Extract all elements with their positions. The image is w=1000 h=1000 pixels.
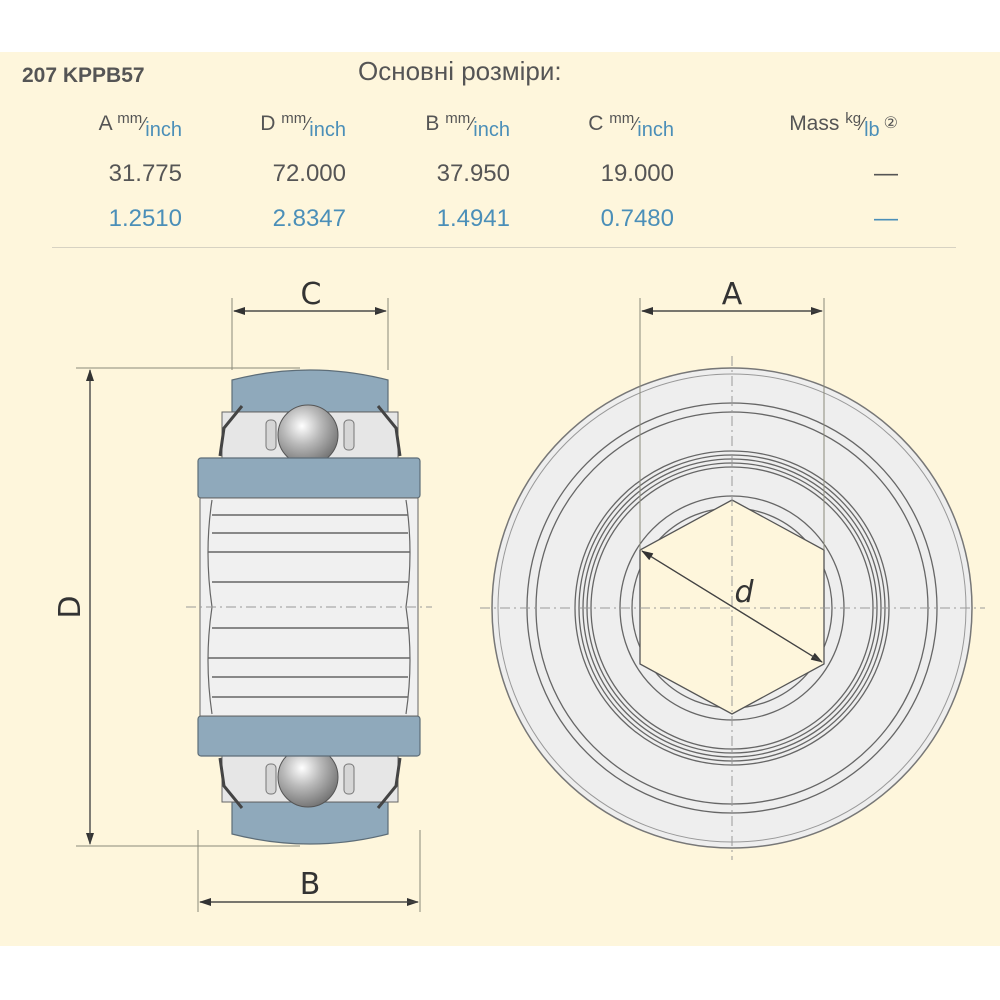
dimension-label-d: D: [53, 595, 88, 618]
table-divider: [52, 247, 956, 248]
dimension-label-d-bore: d: [734, 575, 754, 610]
value-c-inch: 0.7480: [600, 205, 674, 232]
unit-top: mm: [445, 110, 471, 127]
unit-slash: ⁄: [306, 114, 310, 134]
value-c-mm: 19.000: [600, 160, 674, 187]
dimension-label-a: A: [722, 277, 743, 312]
unit-top: kg: [845, 110, 862, 127]
value-a-inch: 1.2510: [108, 205, 182, 232]
unit-slash: ⁄: [634, 114, 638, 134]
column-label: A: [98, 112, 112, 135]
unit-bottom: lb: [864, 119, 880, 141]
unit-bottom: inch: [473, 119, 510, 141]
unit-top: mm: [609, 110, 635, 127]
column-label: D: [260, 112, 276, 135]
unit-slash: ⁄: [470, 114, 474, 134]
footnote-2-icon[interactable]: ②: [883, 115, 898, 132]
unit-bottom: inch: [145, 119, 182, 141]
value-b-inch: 1.4941: [436, 205, 510, 232]
column-label: C: [588, 112, 604, 135]
column-label: B: [425, 112, 440, 135]
unit-slash: ⁄: [142, 114, 146, 134]
column-header-d: D mm⁄inch: [260, 110, 346, 142]
value-d-mm: 72.000: [272, 160, 346, 187]
product-code: 207 KPPB57: [22, 64, 145, 87]
column-header-a: A mm⁄inch: [99, 110, 182, 142]
section-title: Основні розміри:: [358, 56, 562, 86]
value-b-mm: 37.950: [436, 160, 510, 187]
unit-slash: ⁄: [861, 114, 865, 134]
front-view: A d: [480, 277, 985, 860]
column-label: Mass: [789, 112, 840, 135]
dimension-label-c: C: [301, 277, 322, 312]
side-section-view: C D B: [53, 277, 432, 912]
dimension-label-b: B: [300, 867, 321, 902]
unit-bottom: inch: [309, 119, 346, 141]
column-header-c: C mm⁄inch: [588, 110, 674, 142]
unit-top: mm: [117, 110, 143, 127]
value-a-mm: 31.775: [108, 160, 182, 187]
column-header-b: B mm⁄inch: [425, 110, 510, 142]
unit-bottom: inch: [637, 119, 674, 141]
value-d-inch: 2.8347: [272, 205, 346, 232]
value-mass-lb: —: [874, 205, 898, 232]
value-mass-kg: —: [874, 160, 898, 187]
unit-top: mm: [281, 110, 307, 127]
